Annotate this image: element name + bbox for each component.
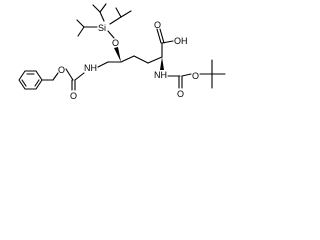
benzene-ring: [18, 70, 43, 90]
benzene-double-bond-3: [21, 79, 27, 87]
atom-label-boc-ester-o: O: [192, 71, 199, 81]
bond-ipr-right-a: [115, 7, 122, 18]
bond-si-to-ipr-top: [99, 11, 105, 22]
atom-label-ether-o: O: [112, 38, 119, 48]
bond-acid-to-oh: [161, 40, 174, 44]
benzene-ring-outline: [18, 70, 43, 90]
atom-label-si: Si: [98, 23, 106, 33]
atom-label-carbonyl-o: O: [70, 91, 77, 101]
atom-label-carbamate-nh: NH: [84, 63, 97, 73]
bond-o-to-si: [107, 30, 115, 39]
bond-ipr-top-a: [92, 4, 101, 13]
wedge-bond-to-ether-o: [114, 47, 121, 62]
bond-ipr-top-b: [99, 3, 107, 13]
bond-ipr-left-a: [76, 19, 85, 28]
atom-label-acid-oh: OH: [174, 36, 188, 46]
molecule-structure-diagram: O O NH O Si O OH NH O: [18, 3, 226, 101]
wedge-bond-to-boc-nh: [160, 57, 164, 70]
bond-ch2-to-alpha: [147, 56, 163, 64]
bond-si-to-ipr-right: [109, 16, 122, 25]
atom-label-carbamate-o: O: [58, 65, 65, 75]
tert-butyl-group: [199, 59, 226, 89]
benzene-double-bond-2: [34, 79, 40, 87]
bond-ipr-right-b: [120, 10, 132, 18]
bond-ch2-to-ch2: [133, 55, 149, 64]
tips-isopropyl-groups: [76, 3, 132, 37]
bond-ch2-to-o: [52, 72, 59, 81]
bond-carbonyl-to-nh: [74, 72, 85, 81]
bond-o-to-carbonyl-c: [65, 68, 74, 81]
bond-stereocenter-to-ch2: [120, 55, 135, 63]
bond-nh-to-ch2: [97, 61, 109, 68]
bond-boc-carbonyl-to-o: [181, 73, 192, 77]
atom-label-acid-o: O: [154, 20, 161, 30]
bond-acid-double-a: [156, 28, 162, 44]
bond-ipr-left-b: [77, 26, 85, 37]
atom-label-boc-nh: NH: [154, 70, 167, 80]
bond-acid-double-b: [159, 28, 165, 44]
atom-label-boc-carbonyl-o: O: [177, 89, 184, 99]
